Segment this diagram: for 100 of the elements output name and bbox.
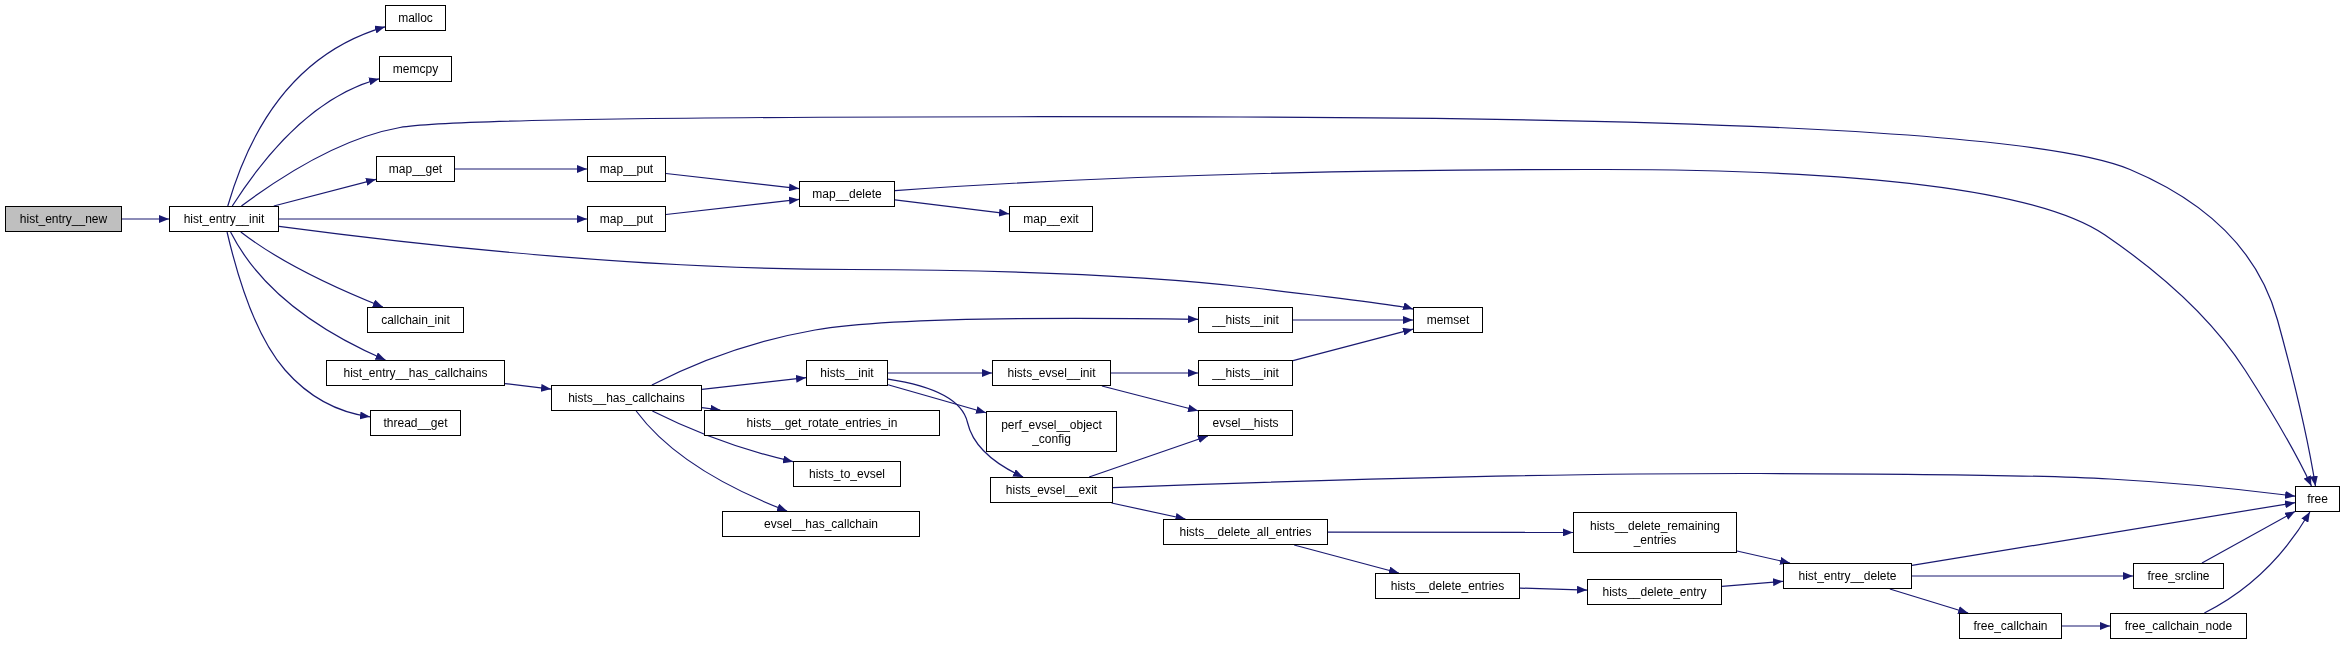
function-name: memset [1426,313,1470,327]
function-name: map__get [388,162,443,176]
function-box [793,461,901,487]
function-name: perf_evsel__object _config [1000,417,1103,446]
function-box [2295,486,2340,512]
function-name: callchain_init [381,313,450,327]
function-box [1198,307,1293,333]
arrow [651,410,794,464]
arrow [701,374,807,391]
function-box [990,477,1113,503]
function-name: hist_entry__new [19,212,108,226]
arrow [227,26,386,207]
function-box [704,410,940,436]
arrow [1088,435,1209,478]
function-box [722,511,920,537]
arrow [894,199,1010,217]
function-name: hists__init [820,366,874,380]
function-box [1959,613,2062,639]
function-name: evsel__hists [1212,416,1279,430]
function-name: hist_entry__init [183,212,265,226]
function-box [1587,579,1722,605]
arrow [273,177,377,207]
function-box [370,410,461,436]
function-box [806,360,888,386]
function-name: free_srcline [2147,569,2210,583]
function-box [986,411,1117,452]
arrow [894,168,2313,487]
arrow [1110,502,1187,521]
function-name: free [2307,492,2328,506]
arrow [1721,578,1784,587]
function-box [169,206,279,232]
arrow [504,383,552,392]
arrow [1292,316,1414,324]
function-box [1163,519,1328,545]
function-name: map__delete [812,187,882,201]
arrow [1736,550,1791,565]
arrow [665,172,800,192]
arrow [2061,622,2111,630]
function-box [326,360,505,386]
function-box [1009,206,1093,232]
function-name: free_callchain [1973,619,2048,633]
arrow [651,315,1199,386]
arrow [1112,472,2296,499]
arrow [887,378,1024,478]
arrow [1101,385,1199,413]
function-name: thread__get [383,416,448,430]
arrow [454,165,588,173]
arrow [278,225,1414,311]
arrow [1911,500,2296,567]
function-name: evsel__has_callchain [763,517,879,531]
function-name: hists_to_evsel [808,467,885,481]
function-box [587,206,666,232]
arrow [2203,511,2311,614]
arrow [1519,585,1588,594]
arrow [240,116,2318,487]
function-box [2110,613,2247,639]
function-name: memcpy [392,62,439,76]
arrow [1327,528,1574,537]
arrow [229,231,387,361]
function-box [1573,512,1737,553]
function-box [376,156,455,182]
function-name: hists__delete_entries [1390,579,1505,593]
function-name: hists_evsel__init [1007,366,1096,380]
arrow [665,196,800,216]
arrow [887,369,993,377]
function-box [1198,360,1293,386]
function-box [587,156,666,182]
function-name: __hists__init [1212,313,1279,327]
function-name: hist_entry__has_callchains [343,366,488,380]
arrow [121,215,170,223]
function-name: hists__delete_remaining _entries [1588,518,1722,547]
arrow [278,215,588,223]
function-box [367,307,464,333]
function-box [1198,410,1293,436]
arrow [1911,572,2134,580]
function-box [2133,563,2224,589]
function-box [551,385,702,411]
function-name: __hists__init [1212,366,1279,380]
function-box [379,56,452,82]
function-name: hists__delete_all_entries [1179,525,1312,539]
arrow [231,78,380,207]
function-name: malloc [398,11,433,25]
arrow [1293,544,1400,575]
function-name: free_callchain_node [2124,619,2233,633]
function-name: map__put [599,162,654,176]
arrow [240,231,384,308]
function-box [992,360,1111,386]
function-name: map__put [599,212,654,226]
arrow [2201,510,2296,564]
arrow [635,410,788,512]
function-name: map__exit [1023,212,1079,226]
function-box [799,181,895,207]
function-name: hists__has_callchains [568,391,685,405]
arrow [1292,327,1414,362]
function-name: hist_entry__delete [1798,569,1897,583]
arrow [226,231,371,420]
function-box [1783,563,1912,589]
arrow [1889,588,1969,614]
function-name: hists__get_rotate_entries_in [746,416,898,430]
function-name: hists__delete_entry [1602,585,1707,599]
